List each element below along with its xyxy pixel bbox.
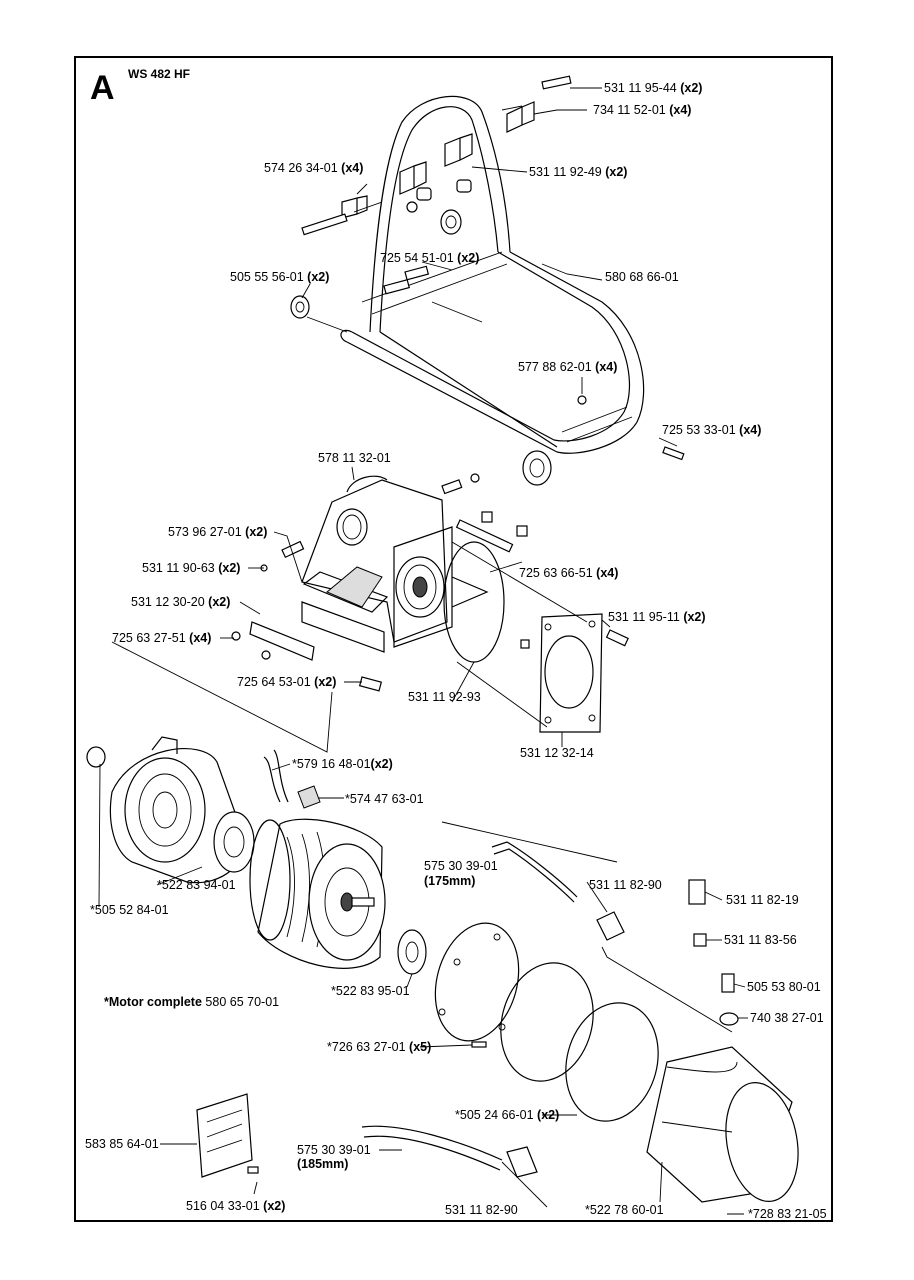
handle-frame <box>340 95 645 486</box>
part-number-label: 725 53 33-01 (x4) <box>662 423 761 437</box>
part-number-label: 531 11 95-44 (x2) <box>604 81 702 95</box>
part-number-label: 725 63 66-51 (x4) <box>519 566 618 580</box>
diagram-frame: A WS 482 HF <box>74 56 833 1222</box>
part-number-label: 734 11 52-01 (x4) <box>593 103 691 117</box>
model-name: WS 482 HF <box>128 67 190 81</box>
gearbox-housing <box>301 473 489 653</box>
part-number-label: *574 47 63-01 <box>345 792 424 806</box>
exploded-parts-diagram: A WS 482 HF <box>85 67 827 1221</box>
section-letter: A <box>90 69 115 107</box>
part-number-label: 580 68 66-01 <box>605 270 679 284</box>
part-number-label: 505 53 80-01 <box>747 980 821 994</box>
part-size-label: (185mm) <box>297 1157 348 1171</box>
part-number-label: 578 11 32-01 <box>318 451 391 465</box>
part-number-label: 575 30 39-01 <box>424 859 498 873</box>
part-labels: 531 11 95-44 (x2) 734 11 52-01 (x4) 574 … <box>85 81 827 1221</box>
part-number-label: 531 11 95-11 (x2) <box>608 610 706 624</box>
part-number-label: *579 16 48-01(x2) <box>292 757 393 771</box>
part-number-label: 531 12 30-20 (x2) <box>131 595 230 609</box>
part-size-label: (175mm) <box>424 874 475 888</box>
part-number-label: *522 83 95-01 <box>331 984 410 998</box>
part-number-label: 531 12 32-14 <box>520 746 594 760</box>
part-number-label: 505 55 56-01 (x2) <box>230 270 329 284</box>
part-number-label: 573 96 27-01 (x2) <box>168 525 267 539</box>
pump-housing-assembly <box>434 821 799 1203</box>
part-number-label: 725 63 27-51 (x4) <box>112 631 211 645</box>
part-number-label: 583 85 64-01 <box>85 1137 159 1151</box>
part-number-label: *505 24 66-01 (x2) <box>455 1108 559 1122</box>
part-number-label: 740 38 27-01 <box>750 1011 824 1025</box>
motor <box>249 749 427 975</box>
motor-complete-note: *Motor complete 580 65 70-01 <box>104 995 279 1009</box>
pump-cover <box>86 736 255 908</box>
part-number-label: 531 11 92-93 <box>408 690 481 704</box>
part-number-label: *728 83 21-05 <box>748 1207 827 1221</box>
part-number-label: 575 30 39-01 <box>297 1143 371 1157</box>
part-number-label: 531 11 90-63 (x2) <box>142 561 240 575</box>
part-number-label: *505 52 84-01 <box>90 903 169 917</box>
part-number-label: 574 26 34-01 (x4) <box>264 161 363 175</box>
part-number-label: *522 78 60-01 <box>585 1203 664 1217</box>
part-number-label: 531 11 83-56 <box>724 933 797 947</box>
lower-hose-and-label <box>196 1093 538 1178</box>
part-number-label: *522 83 94-01 <box>157 878 236 892</box>
part-number-label: 531 11 92-49 (x2) <box>529 165 627 179</box>
part-number-label: 725 64 53-01 (x2) <box>237 675 336 689</box>
part-number-label: 577 88 62-01 (x4) <box>518 360 617 374</box>
part-number-label: 725 54 51-01 (x2) <box>380 251 479 265</box>
top-hardware <box>290 75 685 461</box>
part-number-label: 531 11 82-90 <box>589 878 662 892</box>
part-number-label: 531 11 82-19 <box>726 893 799 907</box>
leader-lines <box>156 87 748 1215</box>
part-number-label: *726 63 27-01 (x5) <box>327 1040 431 1054</box>
part-number-label: 516 04 33-01 (x2) <box>186 1199 285 1213</box>
part-number-label: 531 11 82-90 <box>445 1203 518 1217</box>
